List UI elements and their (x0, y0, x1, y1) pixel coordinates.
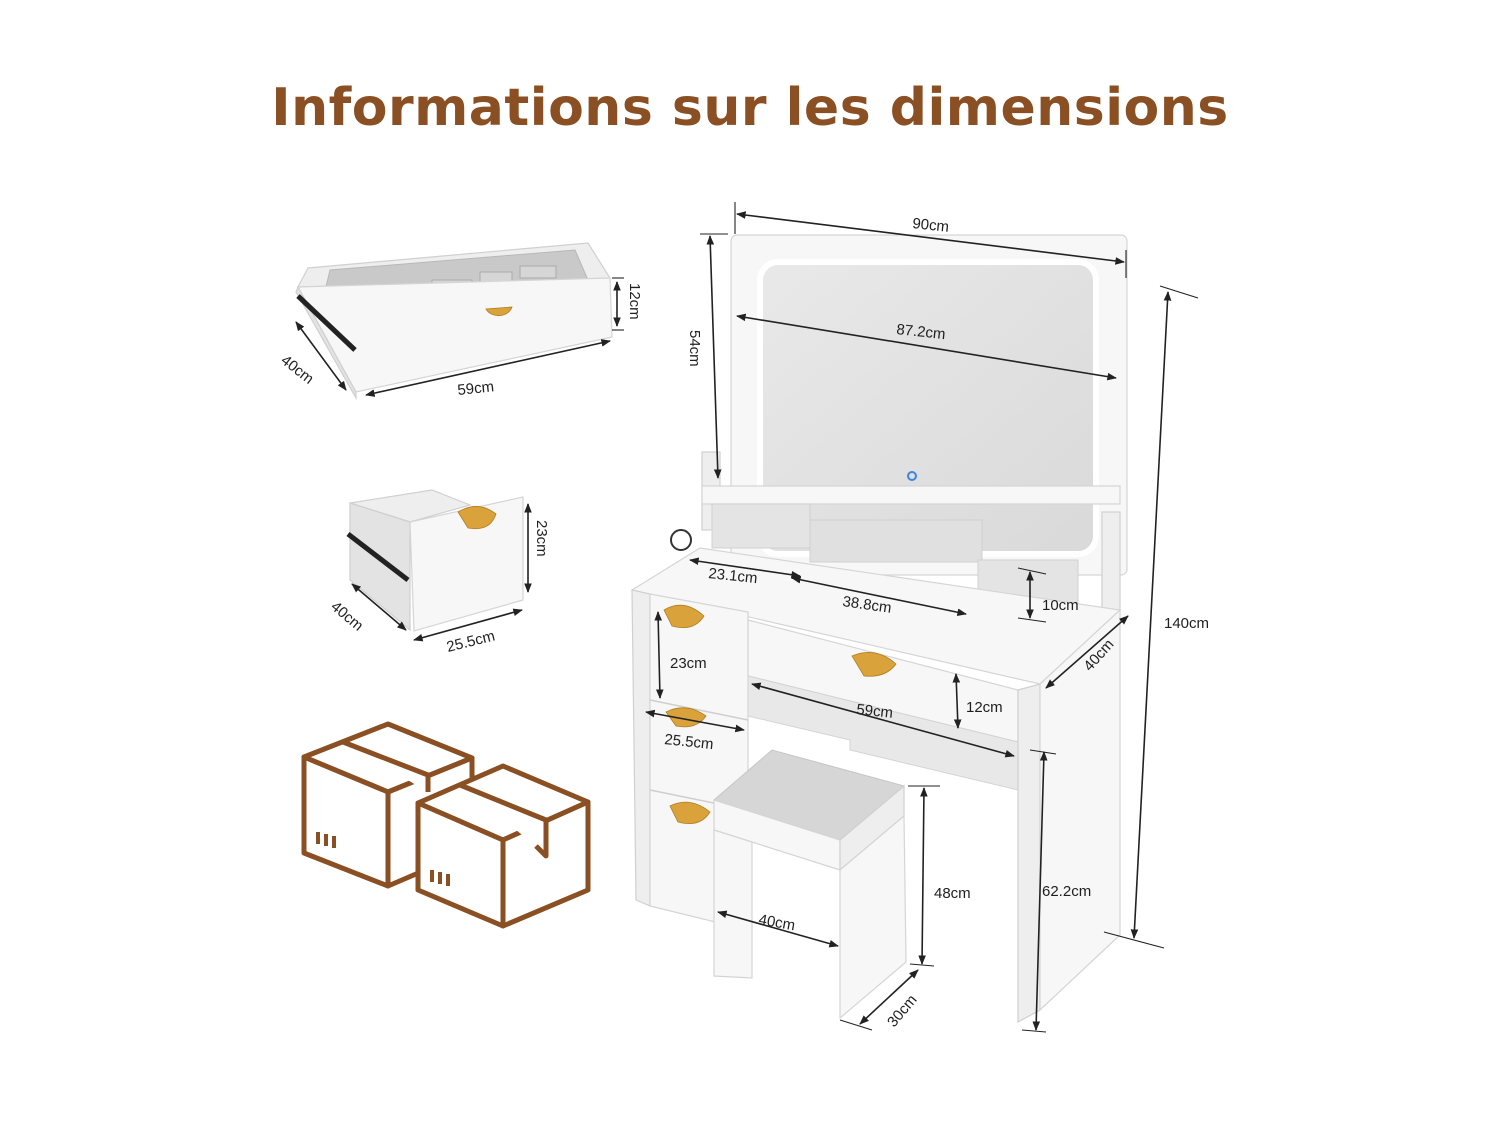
large-drawer: 12cm 59cm 40cm (278, 242, 643, 401)
stool-left-leg (713, 829, 753, 979)
table-small-drawer-width-label: 25.5cm (664, 731, 715, 753)
right-post (1101, 511, 1121, 617)
mirror-inner-width-label: 87.2cm (896, 321, 947, 343)
drawer-handle-1 (663, 604, 705, 629)
page-title: Informations sur les dimensions (271, 78, 1229, 138)
shelf-middle (809, 519, 983, 563)
small-drawer-side (349, 502, 411, 632)
leg-height-label: 62.2cm (1042, 883, 1091, 900)
package-boxes-icon (301, 721, 591, 929)
center-drawer-handle (851, 652, 897, 677)
large-drawer-width-label: 59cm (457, 378, 495, 399)
stool-width-label: 40cm (757, 911, 796, 934)
shelf-middle-width-label: 38.8cm (841, 593, 892, 617)
table-drawer-height-label: 12cm (966, 699, 1003, 716)
touch-button-icon (907, 471, 917, 481)
hutch-top (701, 485, 1121, 505)
small-drawer-depth-label: 40cm (327, 598, 366, 635)
large-drawer-depth-label: 40cm (278, 352, 317, 388)
cable-port-icon (670, 529, 692, 551)
small-drawer-front (409, 496, 524, 632)
stool-right-leg (839, 814, 907, 1020)
shelf-left (711, 503, 811, 549)
small-drawer: 23cm 25.5cm 40cm (327, 489, 550, 656)
vanity-table (630, 234, 1128, 1024)
stool-height-label: 48cm (934, 885, 971, 902)
shelf-height-label: 10cm (1042, 597, 1079, 614)
mirror-height-label: 54cm (686, 330, 703, 367)
mirror-width-label: 90cm (912, 215, 950, 236)
drawer-handle (485, 306, 513, 317)
small-drawer-height-label: 23cm (533, 520, 550, 557)
right-leg-front (1017, 683, 1041, 1024)
total-height-label: 140cm (1164, 615, 1209, 632)
vanity-dimensions: 90cm 87.2cm 54cm 140cm 40cm 23.1cm 38.8c… (645, 202, 1209, 1033)
table-drawer-width-label: 59cm (856, 701, 894, 722)
drawer-handle-3 (669, 801, 711, 825)
small-drawer-rail (346, 532, 410, 582)
small-drawer-handle (457, 506, 497, 530)
left-column-side (631, 589, 651, 907)
large-drawer-height-label: 12cm (626, 283, 643, 320)
small-drawer-width-label: 25.5cm (445, 627, 497, 655)
shelf-left-width-label: 23.1cm (708, 565, 759, 587)
table-small-drawer-height-label: 23cm (670, 655, 707, 672)
